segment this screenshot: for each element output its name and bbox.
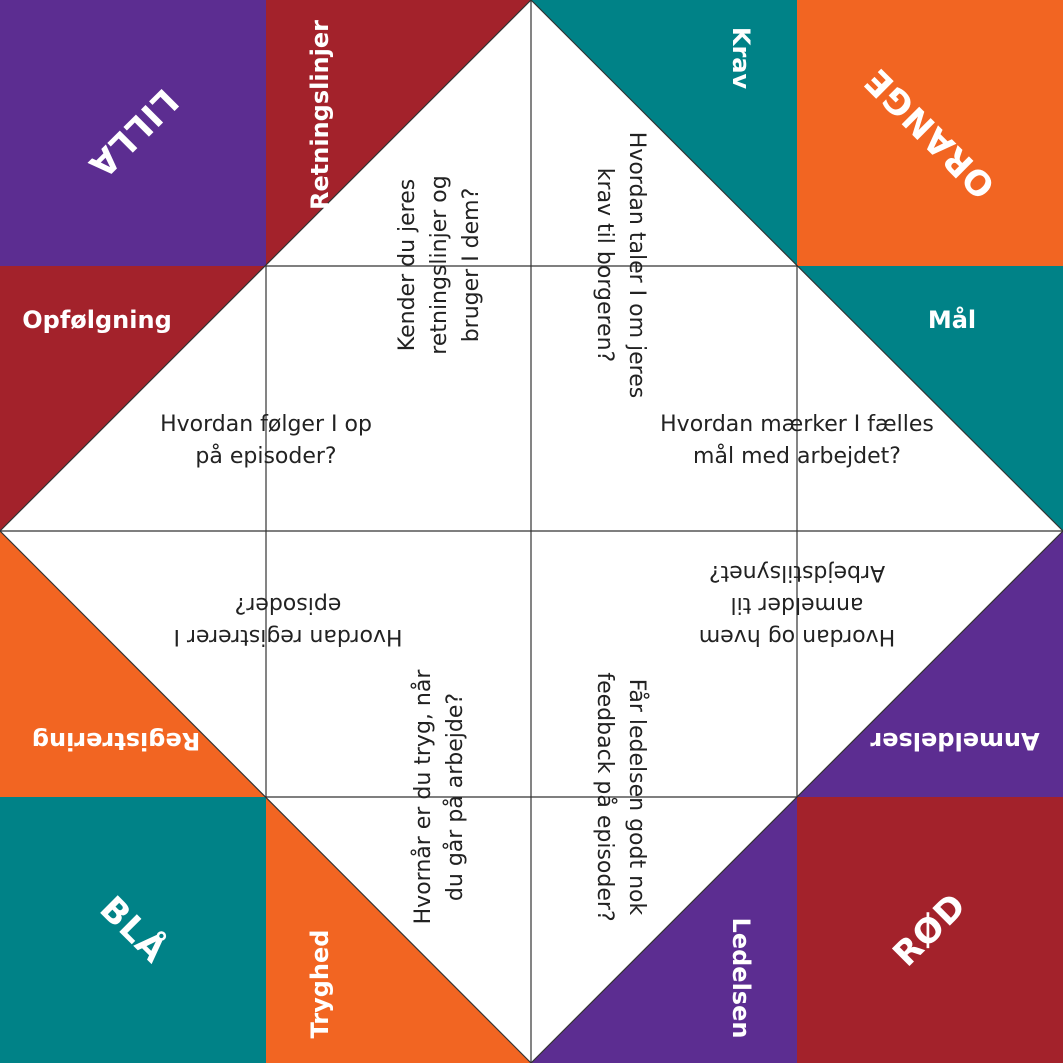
corner-roed-square[interactable] <box>797 797 1063 1063</box>
corner-orange-square[interactable] <box>797 0 1063 266</box>
corner-lilla-square[interactable] <box>0 0 266 266</box>
corner-blaa-square[interactable] <box>0 797 266 1063</box>
